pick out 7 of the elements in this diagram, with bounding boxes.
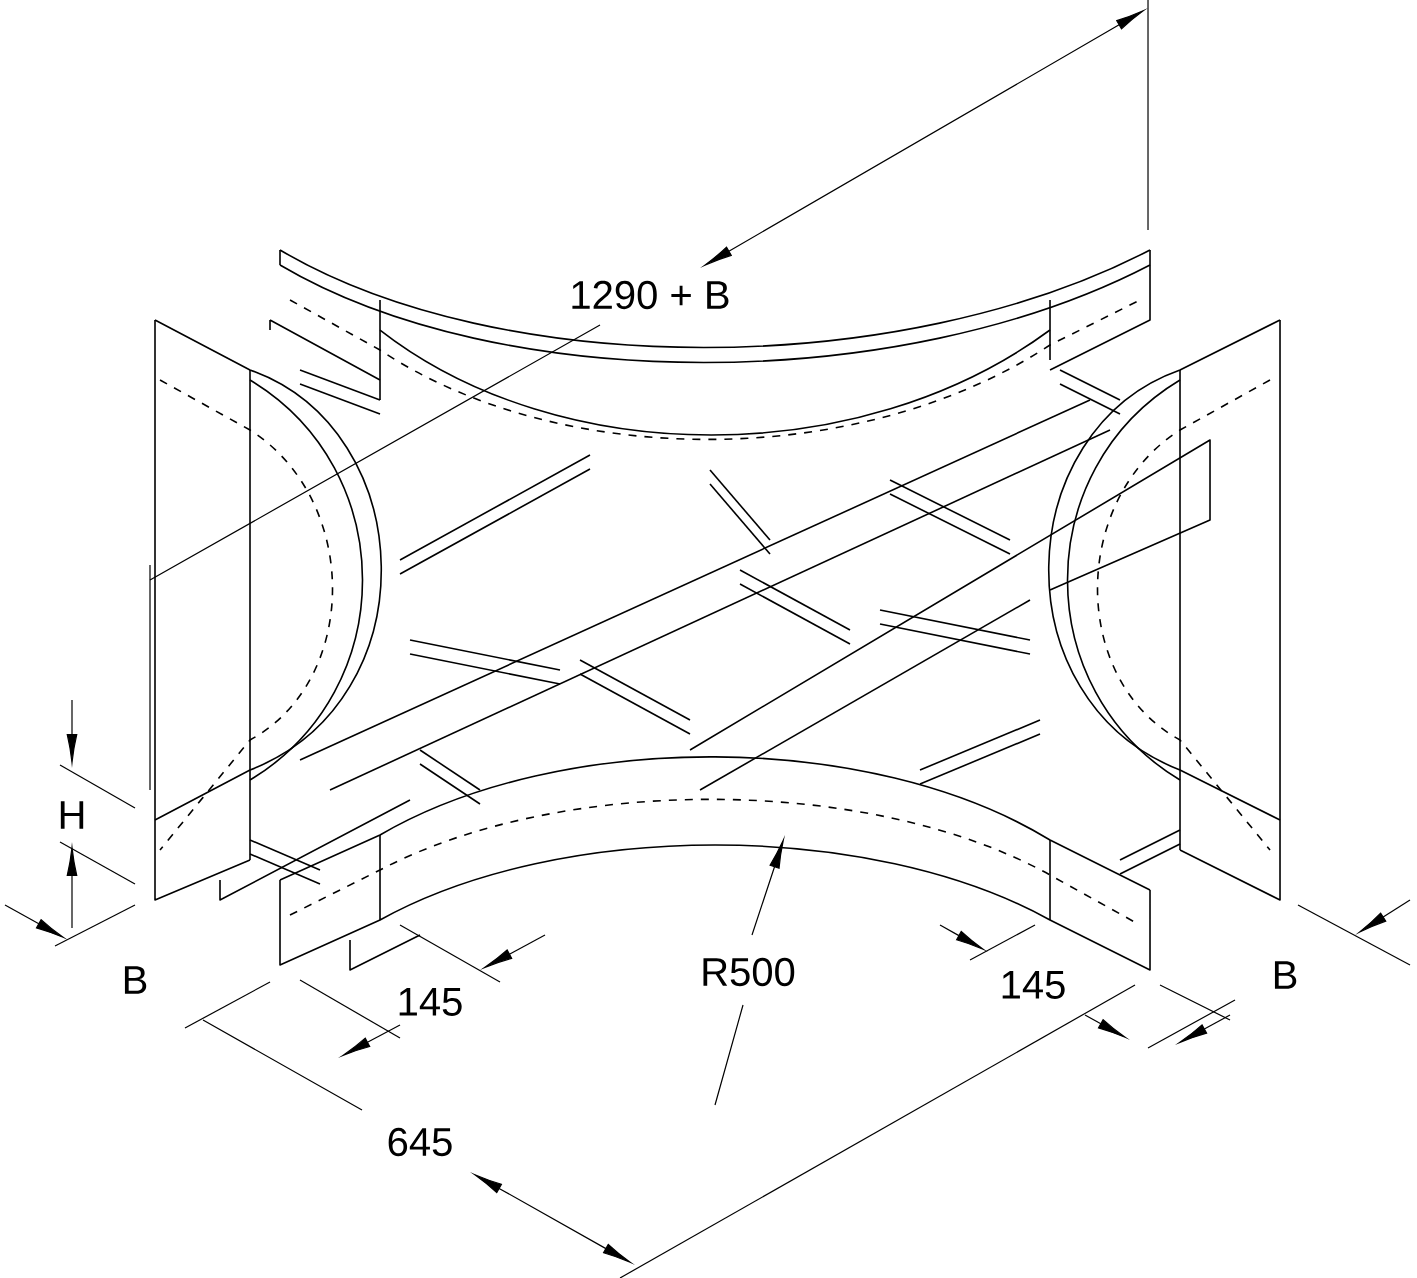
dimension-label: 645 <box>384 1125 456 1159</box>
dimension-label: B <box>1269 959 1301 991</box>
dimension-label: 145 <box>394 986 466 1018</box>
dimension-label: B <box>119 964 151 996</box>
dimension-label: H <box>55 799 89 831</box>
dimension-label: 145 <box>997 969 1069 1001</box>
dimension-label: 1290 + B <box>567 278 733 312</box>
